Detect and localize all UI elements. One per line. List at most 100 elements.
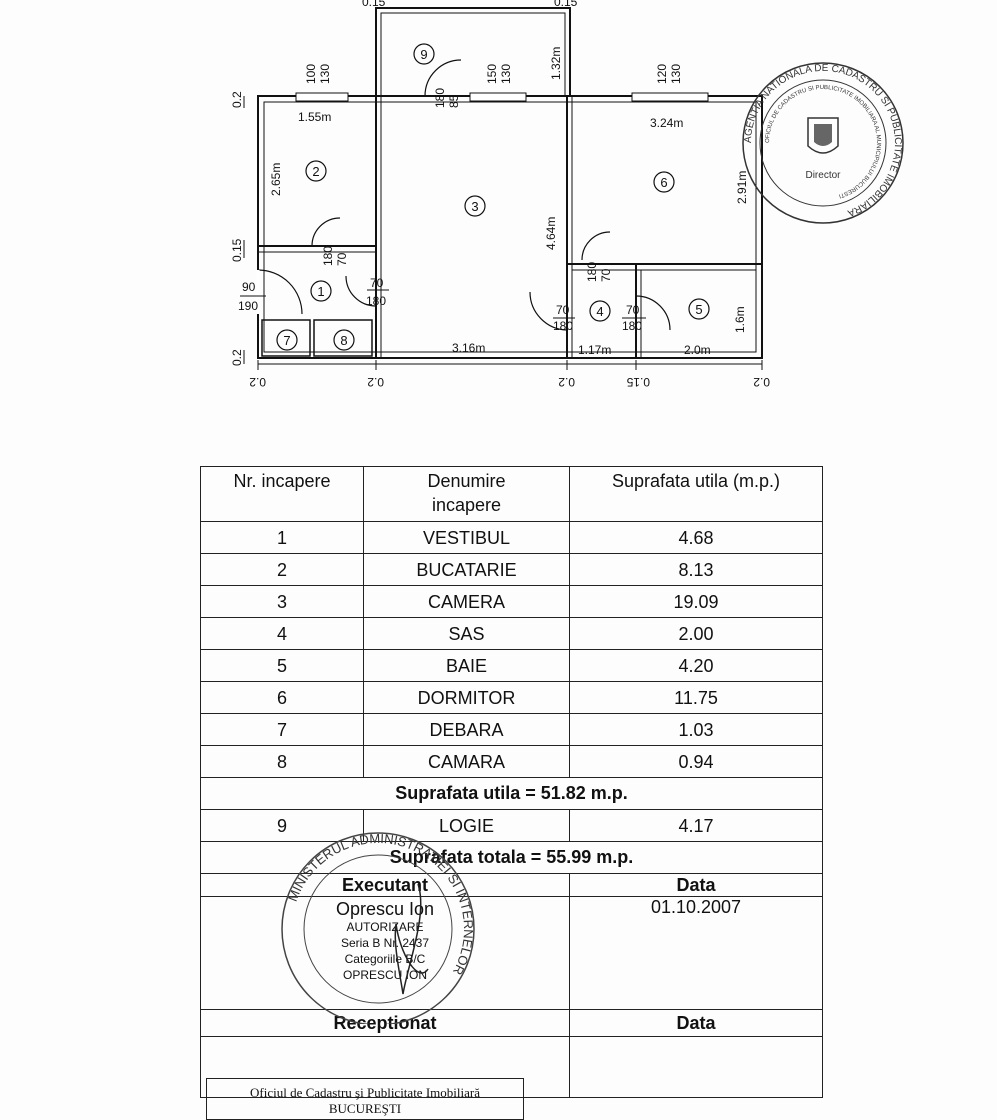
dim-dormitor-width: 3.24m xyxy=(650,116,683,130)
executant-name: Oprescu Ion xyxy=(335,899,435,919)
office-line1: Oficiul de Cadastru şi Publicitate Imobi… xyxy=(250,1085,480,1100)
dim-camera-width: 3.16m xyxy=(452,341,485,355)
dim-kitchen-width: 1.55m xyxy=(298,110,331,124)
executant-cell: Oprescu Ion AUTORIZARE Seria B Nr. 2437 … xyxy=(200,896,570,1010)
logia-door-den: 180 xyxy=(433,88,447,108)
dim-dormitor-height: 2.91m xyxy=(735,171,749,204)
header-nr: Nr. incapere xyxy=(200,466,364,522)
window1-num: 100 xyxy=(304,64,318,84)
thick-bottom-5: 0.2 xyxy=(753,375,770,389)
door-dormitor-den: 180 xyxy=(585,262,599,282)
window2-den: 130 xyxy=(499,64,513,84)
dim-top-left: 0.15 xyxy=(362,0,386,9)
executant-body-row: Oprescu Ion AUTORIZARE Seria B Nr. 2437 … xyxy=(200,896,823,1010)
logia-door-num: 85 xyxy=(447,94,461,108)
room-number-6: 6 xyxy=(660,175,667,190)
window3-num: 120 xyxy=(655,64,669,84)
window-camera xyxy=(469,92,527,102)
debara-outline xyxy=(261,319,311,357)
door-kitchen-den: 180 xyxy=(321,246,335,266)
window3-den: 130 xyxy=(669,64,683,84)
door-logia-arc xyxy=(424,59,462,97)
thick-left-mid: 0.15 xyxy=(230,238,244,262)
room-number-1: 1 xyxy=(317,284,324,299)
outer-wall xyxy=(257,95,763,359)
dim-top-right: 0.15 xyxy=(554,0,578,9)
useful-total: Suprafata utila = 51.82 m.p. xyxy=(200,777,823,810)
executant-auth: AUTORIZARE xyxy=(346,920,424,934)
door-baie-num: 70 xyxy=(626,303,640,317)
receptionat-header-row: Receptionat Data xyxy=(200,1009,823,1037)
thick-left-top: 0.2 xyxy=(230,91,244,108)
door-sas-den: 180 xyxy=(553,319,573,333)
header-area: Suprafata utila (m.p.) xyxy=(569,466,823,522)
door-dormitor-num: 70 xyxy=(599,268,613,282)
room-number-3: 3 xyxy=(471,199,478,214)
room-number-4: 4 xyxy=(596,304,603,319)
thick-bottom-3: 0.2 xyxy=(558,375,575,389)
camara-outline xyxy=(313,319,373,357)
dim-sas-width: 1.17m xyxy=(578,343,611,357)
signature-icon xyxy=(394,883,429,995)
room-number-7: 7 xyxy=(283,333,290,348)
door-entrance-arc xyxy=(257,269,303,315)
logia-wall xyxy=(375,7,571,96)
receptionat-label: Receptionat xyxy=(200,1009,570,1037)
door-camera-den: 180 xyxy=(366,294,386,308)
executant-series: Seria B Nr. 2437 xyxy=(340,936,430,950)
room-number-2: 2 xyxy=(312,164,319,179)
thick-bottom-1: 0.2 xyxy=(249,375,266,389)
office-stamp-box: Oficiul de Cadastru şi Publicitate Imobi… xyxy=(206,1078,524,1120)
receptionat-body-row xyxy=(200,1036,823,1098)
window-kitchen xyxy=(295,92,349,102)
door-camera-num: 70 xyxy=(370,276,384,290)
executant-date: 01.10.2007 xyxy=(569,896,823,1010)
dim-baie-height: 1.6m xyxy=(733,306,747,333)
receptionat-data-label: Data xyxy=(569,1009,823,1037)
door-entrance-den: 190 xyxy=(238,299,258,313)
coat-of-arms-icon xyxy=(807,117,839,154)
door-camera-arc xyxy=(345,275,377,307)
door-dormitor-arc xyxy=(581,231,611,261)
useful-total-row: Suprafata utila = 51.82 m.p. xyxy=(200,777,823,810)
inner-wall-line xyxy=(263,101,757,353)
door-kitchen-num: 70 xyxy=(335,252,349,266)
floor-plan: 0.15 0.15 100 130 150 130 120 130 180 85… xyxy=(230,0,770,389)
room-number-8: 8 xyxy=(340,333,347,348)
executant-data-label: Data xyxy=(569,873,823,897)
door-kitchen-arc xyxy=(311,217,341,247)
ministry-stamp: MINISTERUL ADMINISTRATIEI SI INTERNELOR xyxy=(281,831,476,1024)
dim-logia-height: 1.32m xyxy=(549,47,563,80)
room-number-9: 9 xyxy=(420,47,427,62)
door-sas-arc xyxy=(529,291,568,331)
agency-stamp: AGENTIA NATIONALA DE CADASTRU SI PUBLICI… xyxy=(742,62,904,224)
agency-stamp-center: Director xyxy=(805,170,841,181)
dim-kitchen-height: 2.65m xyxy=(269,163,283,196)
room-number-5: 5 xyxy=(695,302,702,317)
door-baie-arc xyxy=(635,295,671,331)
thick-bottom-4: 0.15 xyxy=(626,375,650,389)
window-dormitor xyxy=(631,92,709,102)
dim-camera-height: 4.64m xyxy=(544,217,558,250)
thick-left-bottom: 0.2 xyxy=(230,349,244,366)
door-baie-den: 180 xyxy=(622,319,642,333)
window2-num: 150 xyxy=(485,64,499,84)
thick-bottom-2: 0.2 xyxy=(367,375,384,389)
door-entrance-num: 90 xyxy=(242,280,256,294)
office-line2: BUCUREŞTI xyxy=(328,1101,402,1116)
door-sas-num: 70 xyxy=(556,303,570,317)
dim-baie-width: 2.0m xyxy=(684,343,711,357)
window1-den: 130 xyxy=(318,64,332,84)
